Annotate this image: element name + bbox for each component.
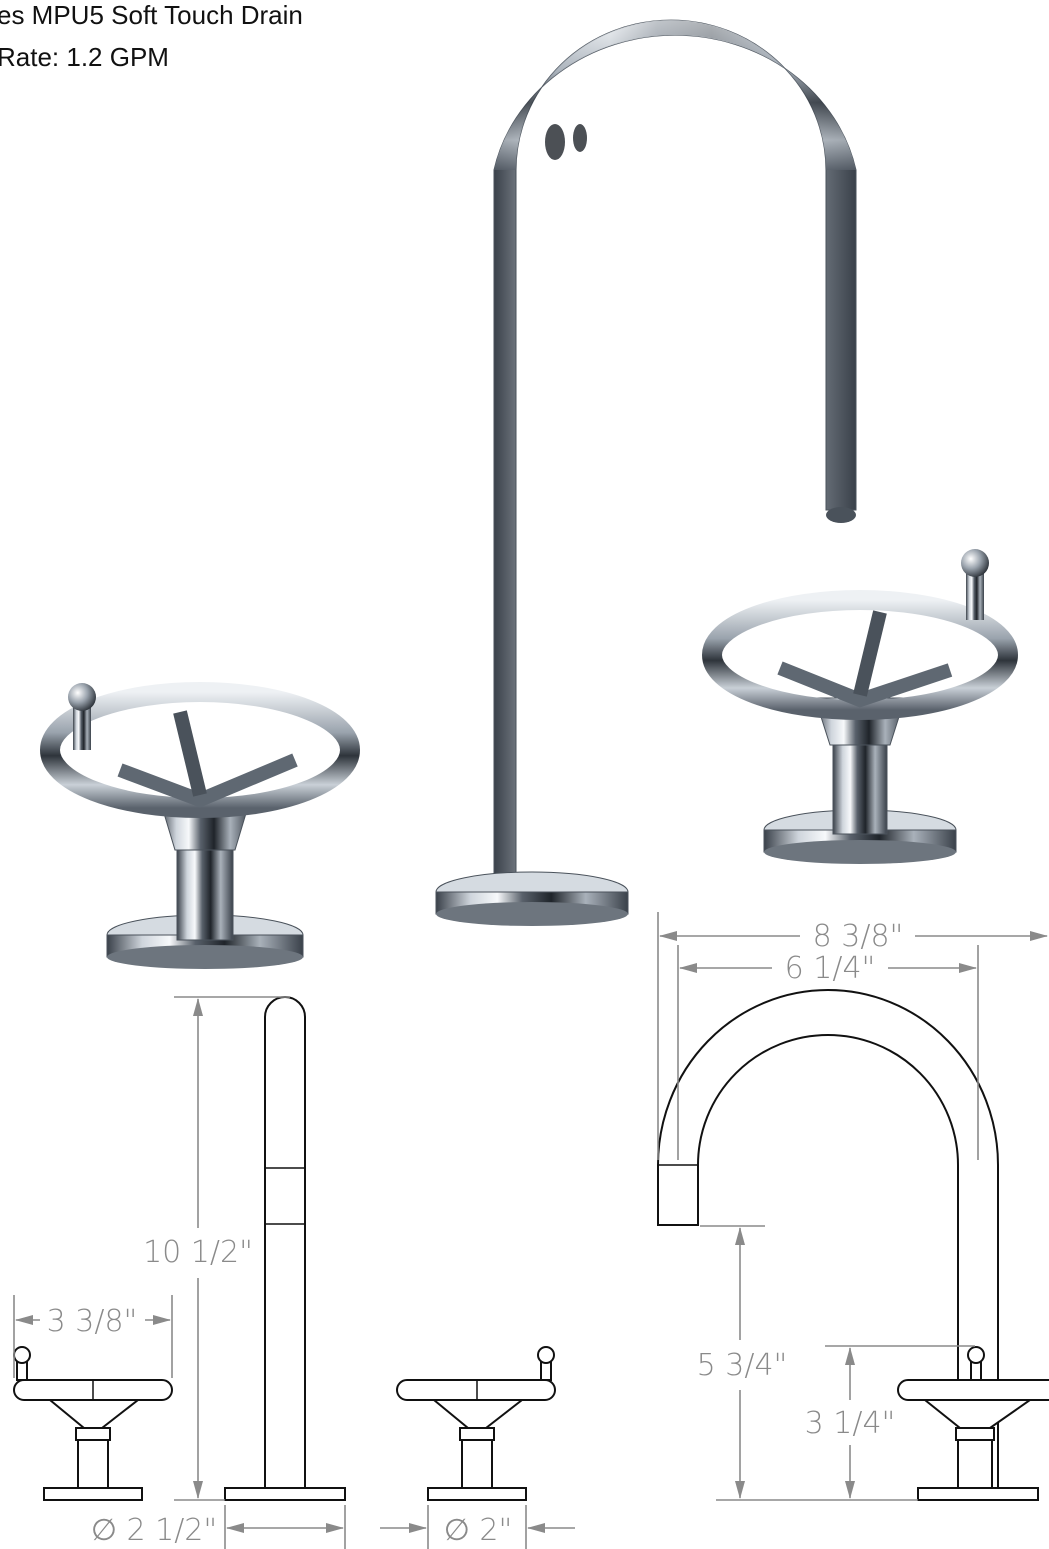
dim-spout-height: 10 1/2"	[143, 1235, 253, 1270]
dim-spout-clearance: 5 3/4"	[697, 1348, 788, 1383]
right-handle-render	[702, 549, 1018, 864]
left-handle-elevation	[13, 1346, 173, 1501]
dim-spout-base-diameter: ∅ 2 1/2"	[91, 1513, 217, 1548]
center-handle-elevation	[396, 1346, 556, 1501]
product-note: es MPU5 Soft Touch Drain	[0, 0, 303, 30]
dim-spout-reach-inner: 6 1/4"	[785, 951, 876, 986]
dim-handle-height: 3 1/4"	[805, 1406, 896, 1441]
dimension-lines	[13, 912, 1048, 1549]
side-view-drawing	[657, 989, 1049, 1501]
flow-rate-note: Rate: 1.2 GPM	[0, 42, 169, 72]
left-handle-render	[40, 682, 360, 969]
spout-render	[435, 19, 857, 926]
dim-handle-base-diameter: ∅ 2"	[444, 1513, 513, 1548]
dim-handle-width: 3 3/8"	[47, 1304, 138, 1339]
dim-spout-reach-outer: 8 3/8"	[813, 919, 904, 954]
front-view-drawing	[13, 996, 556, 1501]
